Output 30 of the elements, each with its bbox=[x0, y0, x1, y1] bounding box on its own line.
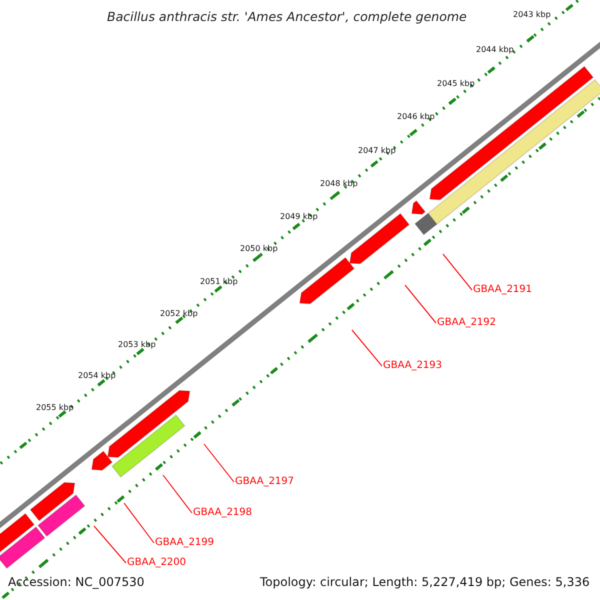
scale-label: 2047 kbp bbox=[358, 147, 396, 155]
scale-label: 2051 kbp bbox=[200, 278, 238, 286]
diagram-title: Bacillus anthracis str. 'Ames Ancestor', complete genome bbox=[107, 11, 467, 24]
scale-label: 2043 kbp bbox=[513, 11, 551, 19]
leader-line bbox=[204, 444, 234, 482]
leader-line bbox=[162, 474, 192, 514]
scale-label: 2050 kbp bbox=[240, 245, 278, 253]
leader-line bbox=[94, 526, 126, 564]
leader-line bbox=[442, 254, 472, 290]
scale-label: 2044 kbp bbox=[476, 46, 514, 54]
scale-label: 2048 kbp bbox=[320, 180, 358, 188]
scale-label: 2053 kbp bbox=[118, 341, 156, 349]
gene-label: GBAA_2191 bbox=[473, 285, 532, 295]
scale-label: 2055 kbp bbox=[36, 404, 74, 412]
gene-label: GBAA_2192 bbox=[437, 318, 496, 328]
info-text: Topology: circular; Length: 5,227,419 bp; Genes: 5,336 bbox=[260, 576, 590, 588]
scale-label: 2052 kbp bbox=[160, 310, 198, 318]
gene-label: GBAA_2199 bbox=[155, 538, 214, 548]
info-text: Accession: NC_007530 bbox=[8, 576, 144, 588]
leader-line bbox=[404, 284, 436, 324]
scale-label: 2045 kbp bbox=[437, 80, 475, 88]
scale-label: 2054 kbp bbox=[78, 372, 116, 380]
scale-label: 2049 kbp bbox=[280, 213, 318, 221]
leader-line bbox=[124, 502, 154, 544]
scale-label: 2046 kbp bbox=[397, 113, 435, 121]
gene-label: GBAA_2200 bbox=[127, 558, 186, 568]
leader-line bbox=[352, 330, 382, 366]
gene-label: GBAA_2198 bbox=[193, 508, 252, 518]
gene-label: GBAA_2193 bbox=[383, 361, 442, 371]
gene-label: GBAA_2197 bbox=[235, 477, 294, 487]
